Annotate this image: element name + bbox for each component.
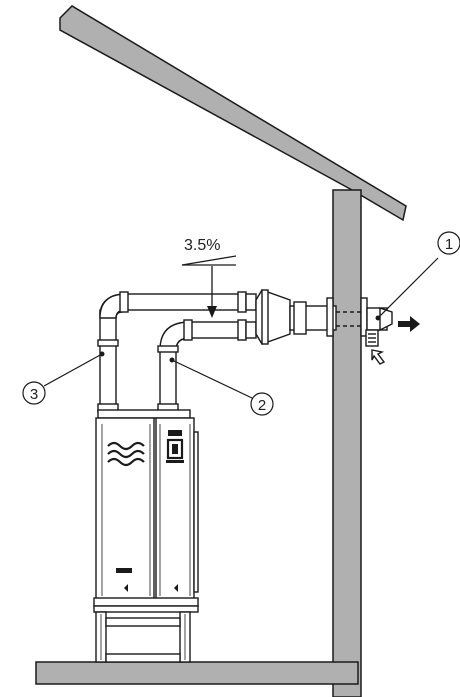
callout-2: 2 — [169, 357, 274, 416]
brand-logo — [107, 441, 145, 467]
exterior-wall — [332, 189, 362, 697]
callout-3: 3 — [22, 351, 105, 405]
rating-plate — [116, 568, 132, 573]
drain-fitting-icon — [124, 584, 128, 592]
vent-pipe-lower — [157, 319, 257, 413]
slope-indicator: 3.5% — [181, 237, 237, 318]
intake-arrow-icon — [371, 349, 386, 365]
callout-2-number: 2 — [258, 397, 266, 414]
slope-label: 3.5% — [184, 237, 220, 254]
callout-1-number: 1 — [445, 236, 453, 253]
drain-fitting-right-icon — [174, 584, 178, 592]
control-panel — [166, 430, 184, 463]
exhaust-arrow-icon — [398, 316, 420, 332]
callout-3-number: 3 — [30, 386, 38, 403]
boiler-stand — [93, 605, 199, 663]
callout-1: 1 — [375, 231, 460, 321]
roof-beam — [59, 5, 407, 222]
wall-terminal-assembly — [255, 289, 393, 347]
floor-slab — [35, 661, 359, 685]
slope-arrow-icon — [207, 306, 217, 318]
